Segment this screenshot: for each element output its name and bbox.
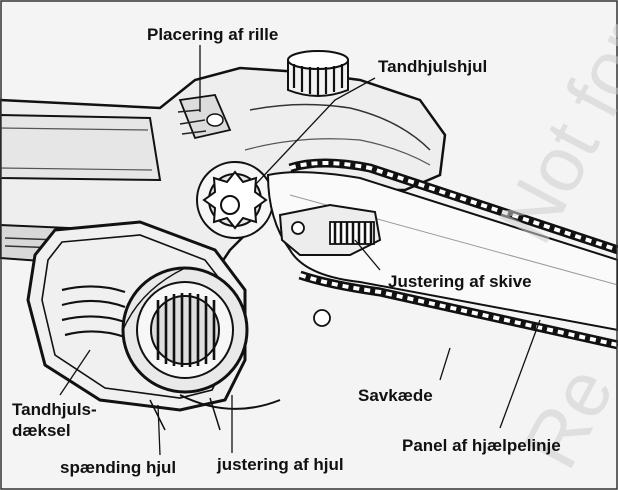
label-groove-position: Placering af rille: [147, 25, 279, 44]
leader-sprocket: [254, 77, 376, 186]
leader-cover: [59, 349, 91, 396]
label-saw-chain: Savkæde: [358, 386, 433, 405]
label-sprocket: Tandhjulshjul: [378, 57, 488, 76]
label-tension-wheel: spænding hjul: [60, 458, 177, 477]
label-sprocket-cover-line1: Tandhjuls-: [12, 400, 97, 419]
label-adjustment-wheel: justering af hjul: [217, 455, 344, 474]
leader-bar: [499, 319, 541, 429]
leader-plate: [354, 239, 381, 271]
leader-chain: [439, 347, 451, 381]
label-sprocket-cover-line2: dæksel: [12, 421, 71, 440]
handle-tube: [0, 113, 162, 182]
leader-tension: [157, 404, 161, 456]
label-plate-adjustment: Justering af skive: [388, 272, 532, 291]
label-guide-bar: Panel af hjælpelinje: [402, 436, 561, 455]
